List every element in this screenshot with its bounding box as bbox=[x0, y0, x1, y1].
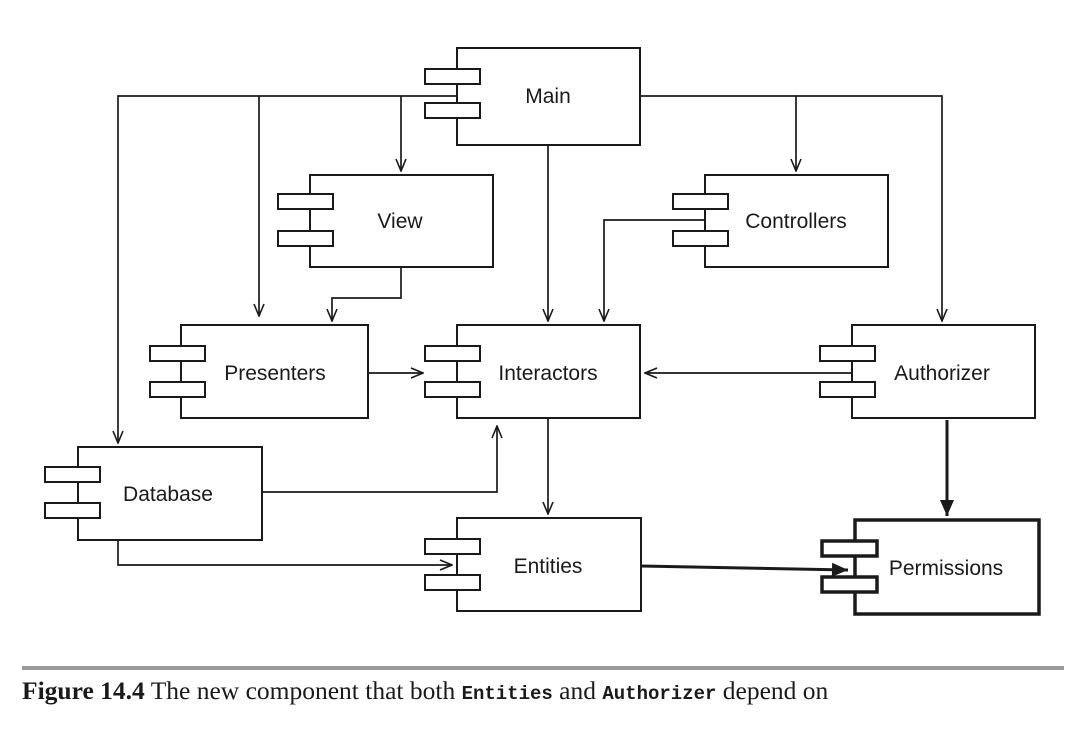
interactors-label: Interactors bbox=[498, 362, 597, 385]
component-database: Database bbox=[44, 446, 263, 541]
component-controllers: Controllers bbox=[672, 174, 889, 268]
caption-divider bbox=[22, 666, 1064, 670]
entities-label: Entities bbox=[514, 555, 583, 578]
arrow-main-to-authorizer bbox=[796, 95, 942, 321]
authorizer-label: Authorizer bbox=[894, 362, 990, 385]
caption-code-entities: Entities bbox=[461, 683, 553, 705]
database-label: Database bbox=[123, 483, 213, 506]
arrow-view-to-presenters bbox=[332, 267, 402, 321]
arrow-controllers-to-interactors bbox=[604, 219, 705, 321]
component-permissions: Permissions bbox=[820, 518, 1041, 616]
arrow-entities-to-permissions bbox=[640, 562, 849, 577]
figure-caption: Figure 14.4 The new component that both … bbox=[22, 676, 1067, 706]
arrow-database-to-interactors bbox=[262, 426, 497, 493]
presenters-label: Presenters bbox=[224, 362, 326, 385]
component-authorizer: Authorizer bbox=[819, 324, 1036, 419]
component-entities: Entities bbox=[424, 517, 642, 612]
permissions-label: Permissions bbox=[889, 557, 1003, 580]
arrow-main-to-controllers bbox=[640, 95, 796, 171]
arrow-database-to-entities bbox=[117, 540, 452, 565]
component-interactors: Interactors bbox=[424, 324, 641, 419]
caption-text-and: and bbox=[552, 676, 603, 705]
caption-text-after: depend on bbox=[716, 676, 829, 705]
component-diagram: Main View Controllers Presenters Interac… bbox=[44, 47, 1041, 616]
component-presenters: Presenters bbox=[149, 324, 369, 419]
arrow-main-to-database bbox=[118, 95, 457, 443]
component-view: View bbox=[277, 174, 494, 268]
main-label: Main bbox=[525, 85, 571, 108]
figure-number: Figure 14.4 bbox=[22, 676, 145, 705]
caption-text-before: The new component that both bbox=[144, 676, 462, 705]
controllers-label: Controllers bbox=[745, 210, 847, 233]
component-main: Main bbox=[424, 47, 641, 146]
caption-code-authorizer: Authorizer bbox=[602, 683, 717, 705]
view-label: View bbox=[377, 210, 423, 233]
